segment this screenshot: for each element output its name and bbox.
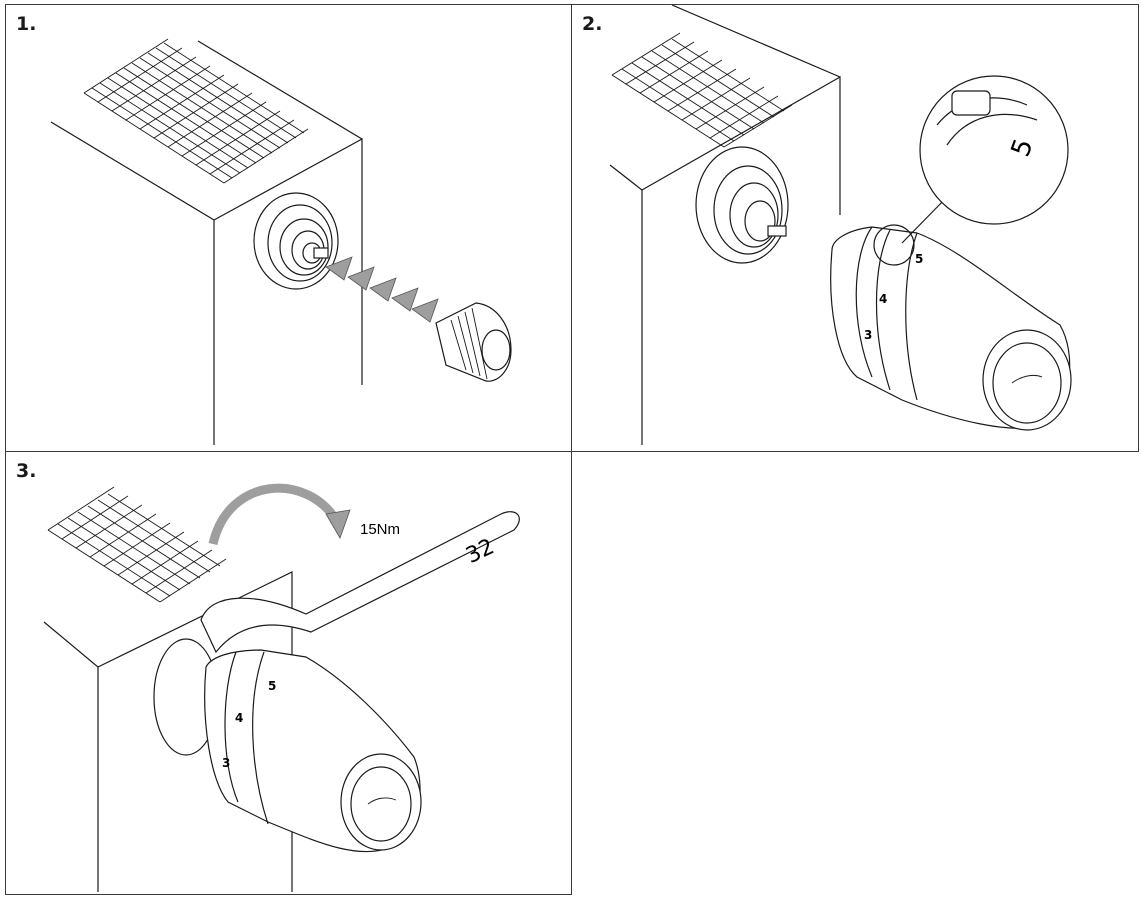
step-1-number: 1. xyxy=(16,13,37,35)
step-3-number: 3. xyxy=(16,460,37,482)
push-direction-arrows xyxy=(325,256,439,323)
step-2-number: 2. xyxy=(582,13,603,35)
dial-mark-4: 4 xyxy=(879,292,887,306)
valve-body xyxy=(253,192,339,290)
dial-mark-5: 5 xyxy=(268,679,276,693)
dial-mark-4: 4 xyxy=(235,711,243,725)
thermostat-head xyxy=(830,226,1072,431)
dial-mark-5: 5 xyxy=(915,252,923,266)
radiator xyxy=(50,38,363,445)
zoom-callout xyxy=(873,75,1069,266)
thermostat-head xyxy=(153,638,422,853)
dial-mark-3: 3 xyxy=(222,756,230,770)
dial-mark-3: 3 xyxy=(864,328,872,342)
radiator xyxy=(609,5,841,445)
step-3-panel: 3. 15Nm 32 5 4 xyxy=(5,451,572,895)
step-3-illustration: 15Nm 32 5 4 3 xyxy=(43,483,520,892)
torque-label: 15Nm xyxy=(360,521,400,538)
radiator xyxy=(43,486,293,892)
sensor-head xyxy=(435,302,512,382)
valve-body xyxy=(695,146,789,264)
wrench xyxy=(200,511,520,654)
step-2-illustration: 5 4 5 3 xyxy=(609,5,1072,445)
rotation-arrow xyxy=(208,483,351,546)
step-2-panel: 2. xyxy=(571,4,1139,452)
step-1-illustration xyxy=(50,38,512,445)
step-1-panel: 1. xyxy=(5,4,572,452)
